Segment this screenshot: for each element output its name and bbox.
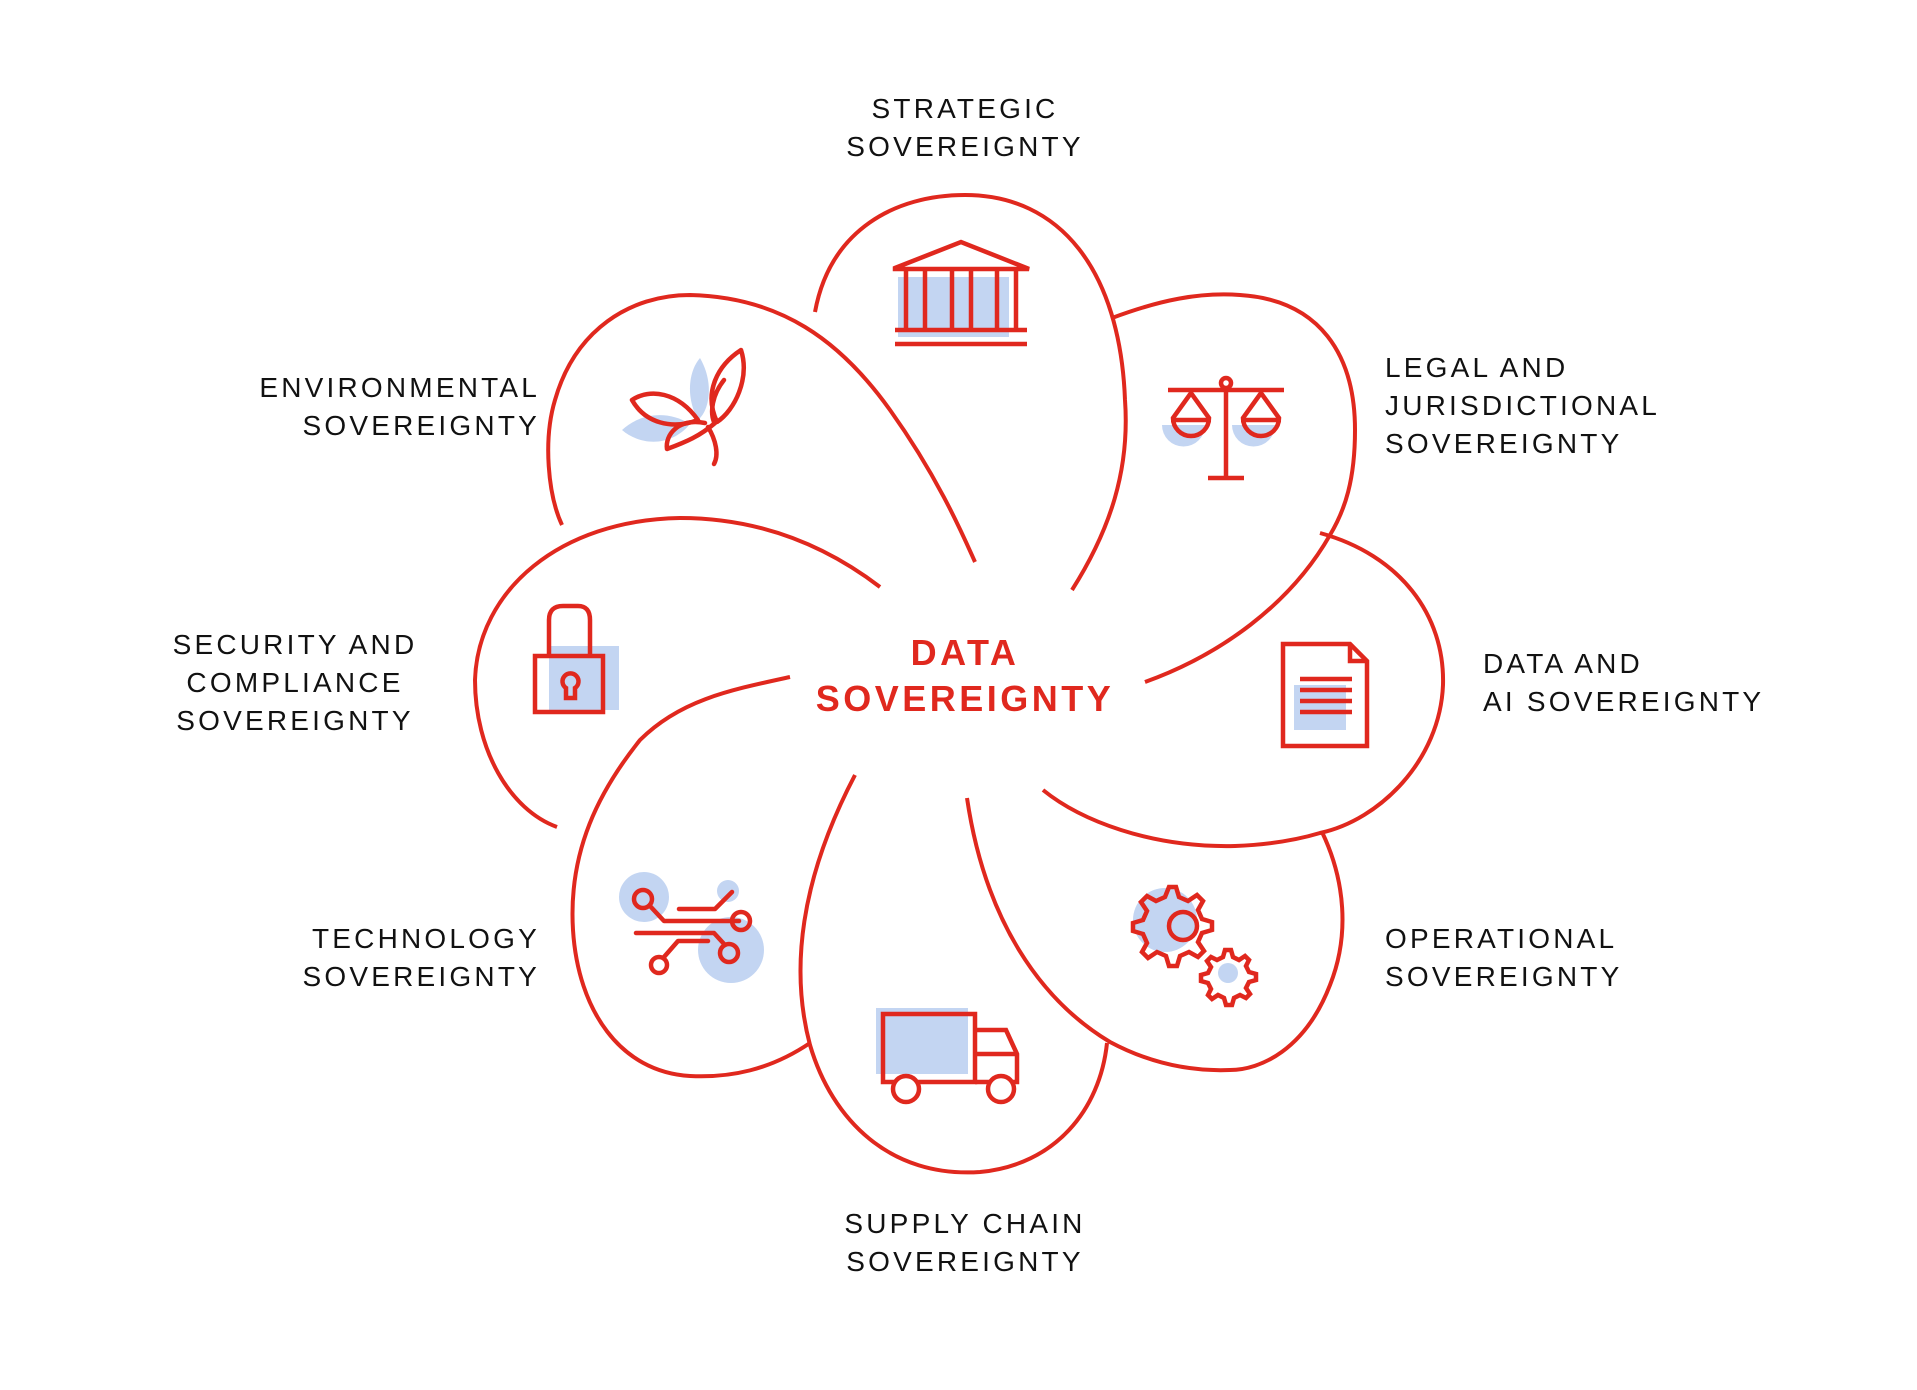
scales-of-justice-icon <box>1162 375 1284 481</box>
label-supply-chain: SUPPLY CHAIN SOVEREIGNTY <box>844 1208 1086 1277</box>
label-security: SECURITY AND COMPLIANCE SOVEREIGNTY <box>172 629 418 736</box>
padlock-icon <box>532 603 619 715</box>
petal-security-outline <box>472 515 882 829</box>
petal-technology-outline <box>570 675 812 1079</box>
label-environmental: ENVIRONMENTAL SOVEREIGNTY <box>259 372 540 441</box>
label-data-ai: DATA AND AI SOVEREIGNTY <box>1483 648 1765 717</box>
circuit-icon <box>619 872 764 983</box>
petal-environmental-outline <box>546 292 977 563</box>
label-strategic: STRATEGIC SOVEREIGNTY <box>846 93 1084 162</box>
petal-outlines <box>472 192 1446 1175</box>
label-operational: OPERATIONAL SOVEREIGNTY <box>1385 923 1623 992</box>
leaf-sprout-icon <box>622 347 746 467</box>
label-technology: TECHNOLOGY SOVEREIGNTY <box>302 923 540 992</box>
label-legal: LEGAL AND JURISDICTIONAL SOVEREIGNTY <box>1385 352 1661 459</box>
document-icon <box>1280 641 1370 749</box>
petal-legal-outline <box>1111 292 1358 684</box>
petal-supply-chain-outline <box>798 774 1109 1175</box>
petal-data-ai-outline <box>1041 531 1446 849</box>
petal-operational-outline <box>965 797 1345 1073</box>
delivery-truck-icon <box>876 1008 1020 1105</box>
petal-strategic-outline <box>813 192 1128 592</box>
gears-icon <box>1130 884 1259 1008</box>
center-title-line1: DATA <box>910 632 1020 673</box>
center-title: DATA SOVEREIGNTY <box>765 630 1165 722</box>
center-title-line2: SOVEREIGNTY <box>815 678 1115 719</box>
government-building-icon <box>892 239 1030 347</box>
